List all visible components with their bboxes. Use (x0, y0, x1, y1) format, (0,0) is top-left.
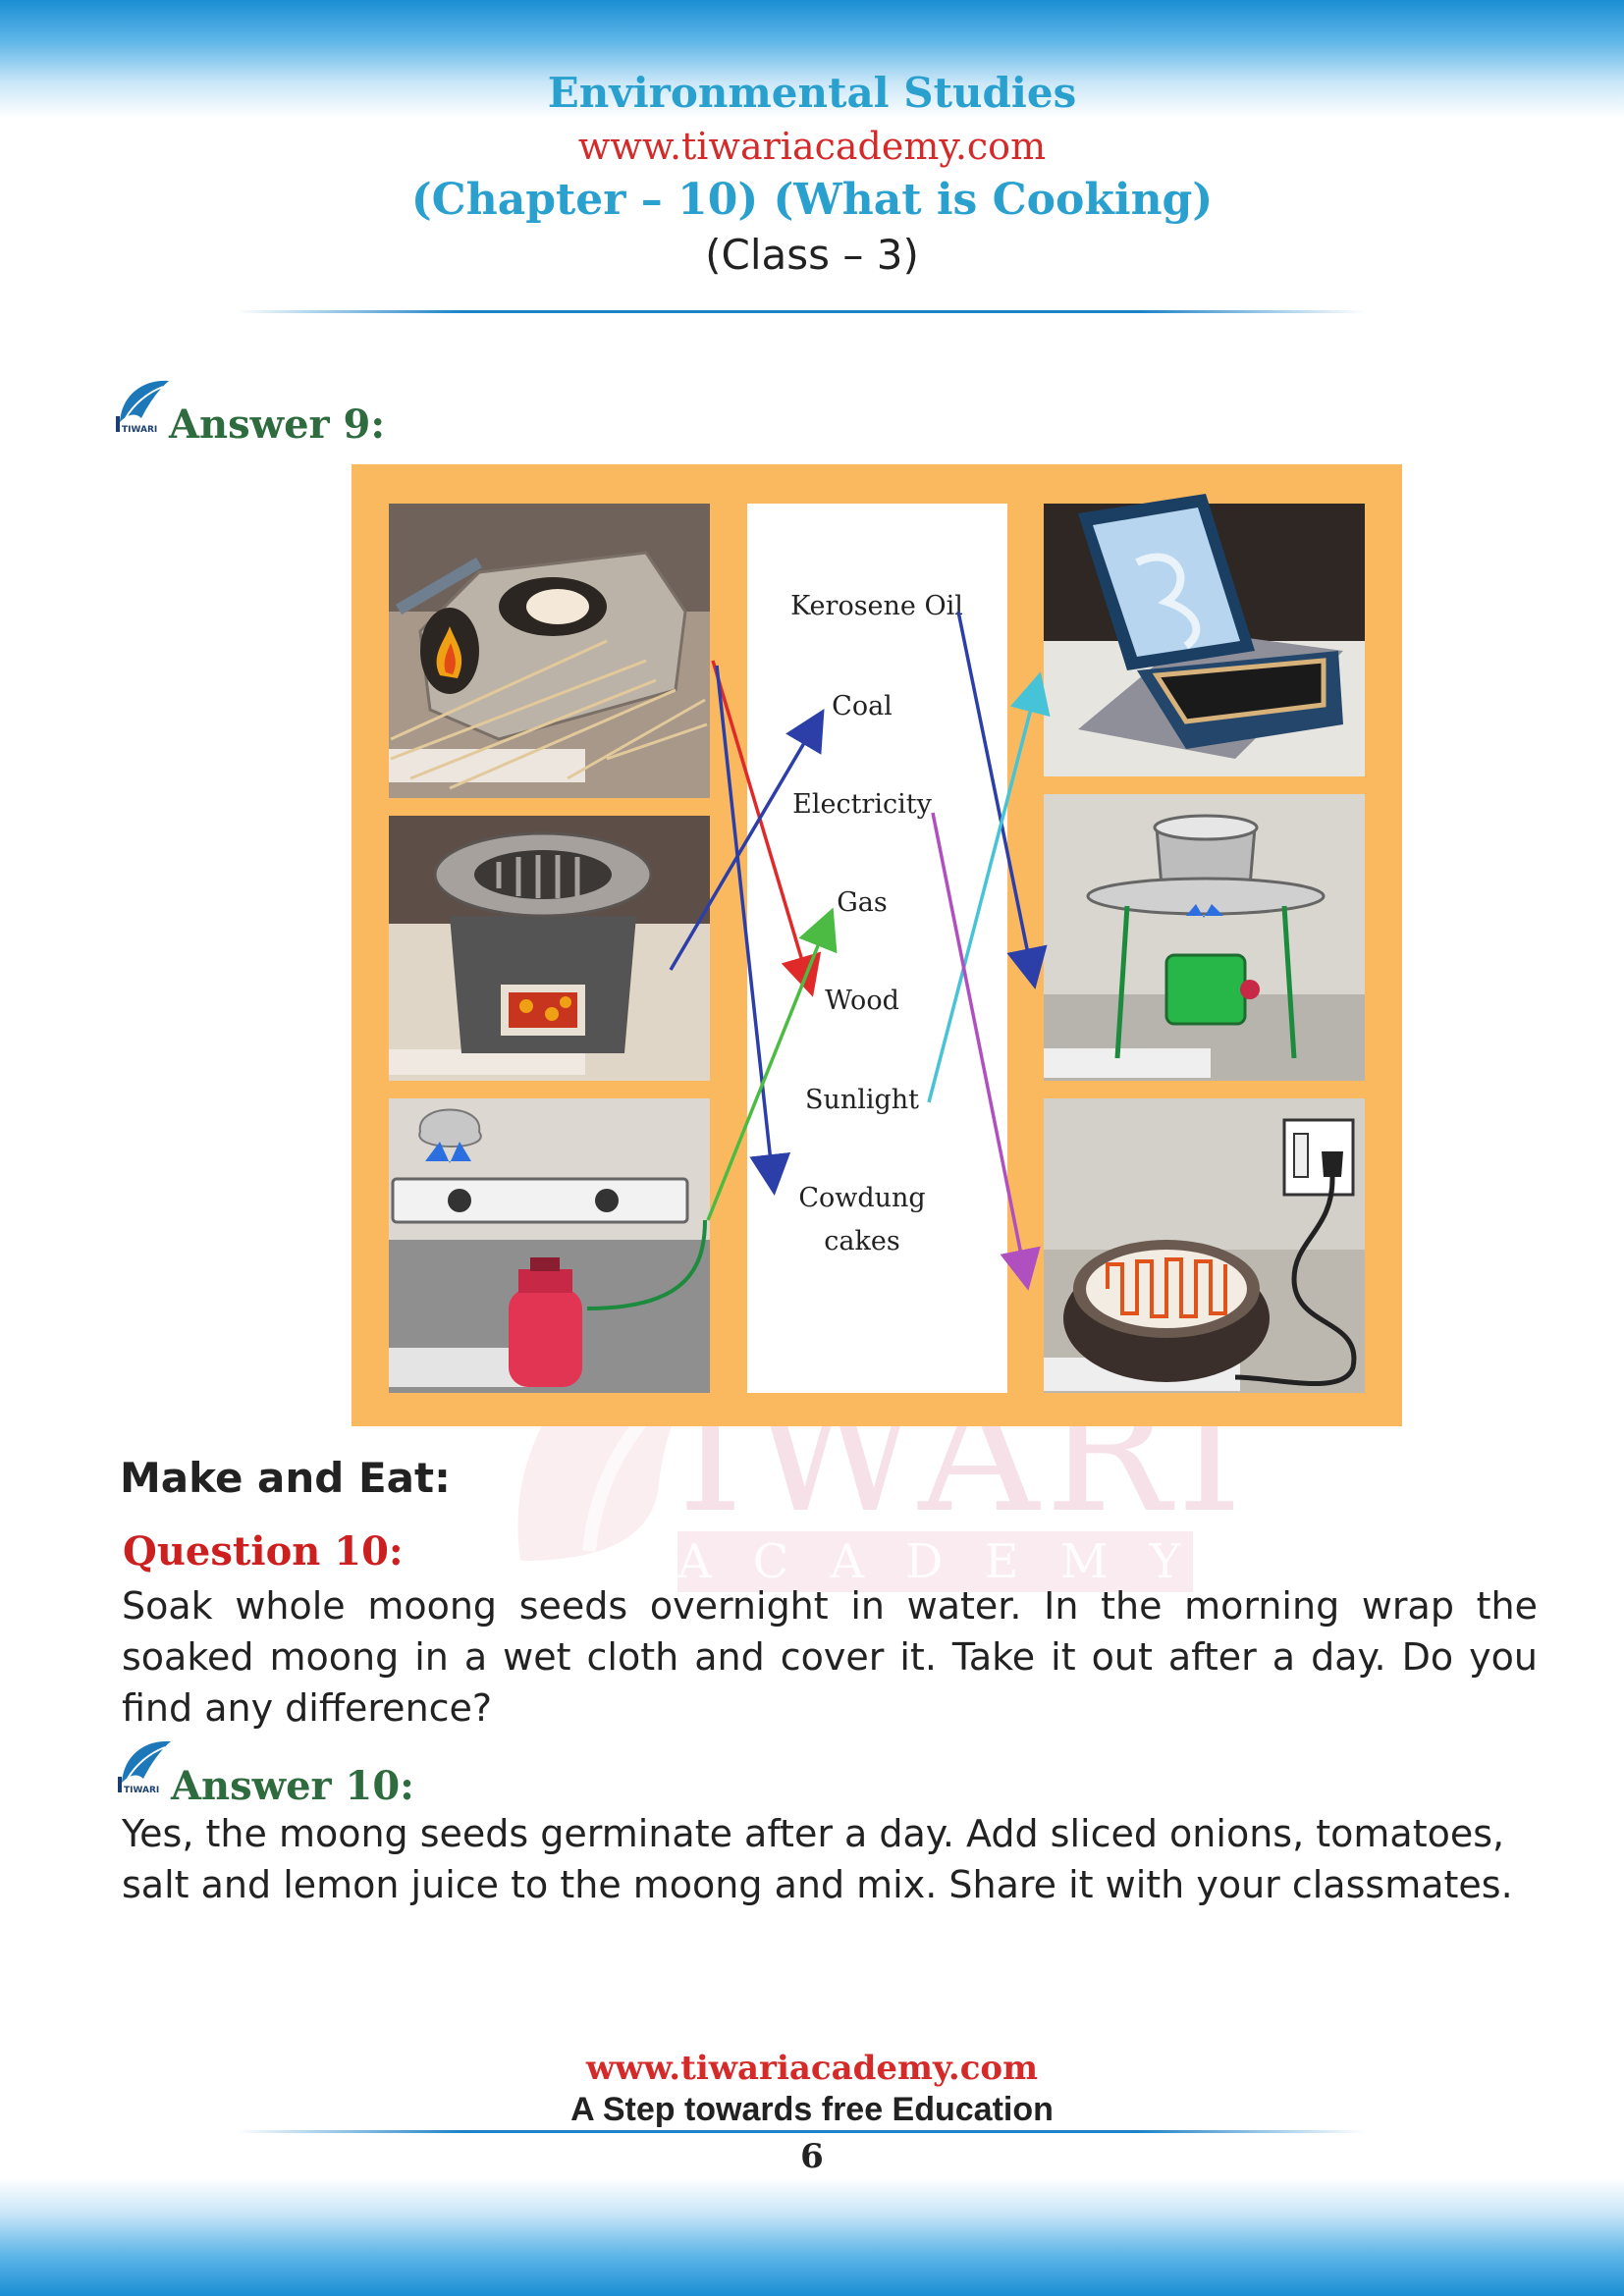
question-10-text: Soak whole moong seeds overnight in wate… (122, 1584, 1538, 1730)
arrow-angithi-to-coal (669, 708, 825, 971)
page-header: Environmental Studies www.tiwariacademy.… (0, 67, 1624, 283)
fuel-sunlight: Sunlight (805, 1085, 919, 1115)
fuel-cakes: cakes (824, 1226, 899, 1256)
arrow-electricity-to-heater (931, 812, 1041, 1291)
answer-9-title: Answer 9: (169, 401, 386, 448)
class-label: (Class – 3) (705, 231, 919, 279)
clay-chulha-icon (389, 504, 710, 798)
fuel-list-panel (747, 504, 1007, 1393)
header-divider (236, 310, 1365, 313)
question-10-title: Question 10: (123, 1528, 404, 1575)
bottom-gradient-band (0, 2178, 1624, 2296)
arrow-sunlight-to-solar-cooker (927, 671, 1051, 1103)
fuel-coal: Coal (832, 691, 893, 721)
watermark-sub: ACADEMY (677, 1531, 1193, 1592)
footer-website-link[interactable]: www.tiwariacademy.com (585, 2049, 1039, 2088)
fuel-kerosene-oil: Kerosene Oil (790, 591, 963, 621)
page-number: 6 (800, 2137, 824, 2176)
chapter-title: (Chapter – 10) (What is Cooking) (410, 175, 1214, 225)
make-and-eat-title: Make and Eat: (120, 1454, 451, 1502)
arrow-gas-stove-to-gas (706, 907, 838, 1221)
answer-10-title: Answer 10: (171, 1763, 414, 1809)
kerosene-stove-icon (1044, 794, 1365, 1081)
logo-text: TIWARI (122, 425, 157, 435)
subject-title: Environmental Studies (547, 69, 1077, 117)
page-footer: www.tiwariacademy.com A Step towards fre… (0, 2048, 1624, 2130)
fuel-stove-matching-figure: Kerosene Oil Coal Electricity Gas Wood S… (352, 464, 1402, 1426)
tiwari-leaf-logo-icon: TIWARI (116, 380, 169, 435)
answer-10-text: Yes, the moong seeds germinate after a d… (122, 1812, 1513, 1906)
arrow-chulha-to-cowdung (715, 665, 791, 1196)
electric-heater-icon (1044, 1098, 1365, 1393)
fuel-wood: Wood (825, 986, 899, 1016)
lpg-gas-stove-icon (389, 1098, 710, 1393)
footer-tagline: A Step towards free Education (570, 2091, 1054, 2128)
arrow-kerosene-to-stove (956, 611, 1048, 989)
solar-cooker-icon (1044, 494, 1365, 776)
header-website-link[interactable]: www.tiwariacademy.com (577, 125, 1047, 168)
fuel-gas: Gas (837, 887, 888, 918)
footer-divider (236, 2130, 1365, 2133)
fuel-cowdung: Cowdung (798, 1183, 925, 1213)
coal-angithi-icon (389, 816, 710, 1081)
logo-text: TIWARI (124, 1786, 159, 1795)
arrow-chulha-to-wood (711, 660, 822, 997)
fuel-electricity: Electricity (792, 789, 932, 820)
tiwari-leaf-logo-icon: TIWARI (118, 1740, 171, 1795)
top-gradient-band (0, 0, 1624, 118)
